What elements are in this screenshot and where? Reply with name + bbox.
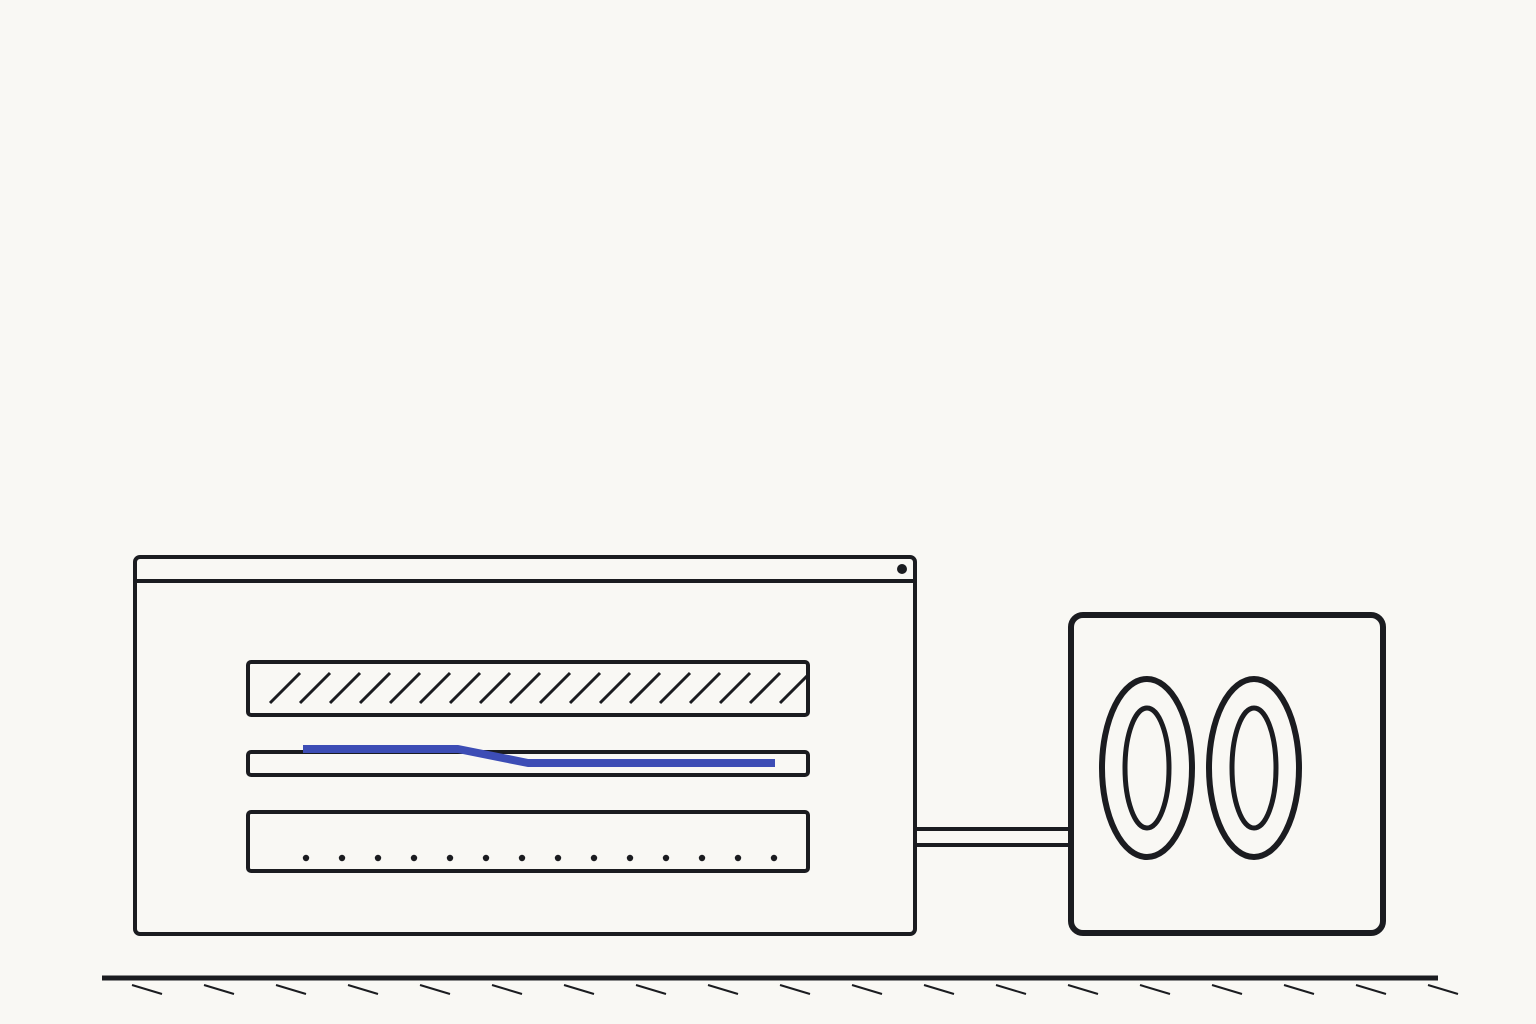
bar-dot: [518, 854, 526, 862]
hatch-stroke: [658, 671, 692, 705]
speaker-driver-right: [1206, 676, 1302, 860]
bar-dot: [446, 854, 454, 862]
ground-hatch-stroke: [1139, 984, 1171, 995]
bar-dot: [302, 854, 310, 862]
status-indicator-dot: [897, 564, 907, 574]
ground-hatch-stroke: [635, 984, 667, 995]
cabinet-body: [133, 555, 917, 936]
bar-dot: [626, 854, 634, 862]
hatch-stroke: [538, 671, 572, 705]
hatch-stroke: [628, 671, 662, 705]
driver-inner-ring: [1122, 705, 1172, 831]
driver-inner-ring: [1229, 705, 1279, 831]
hatch-stroke: [718, 671, 752, 705]
hatch-stroke: [298, 671, 332, 705]
ground-hatch-stroke: [419, 984, 451, 995]
dot-row: [302, 854, 778, 862]
bar-dot: [698, 854, 706, 862]
ground-line: [102, 975, 1459, 995]
hatch-stroke: [568, 671, 602, 705]
hatch-stroke: [448, 671, 482, 705]
hatch-stroke: [778, 672, 808, 705]
ground-hatch-stroke: [707, 984, 739, 995]
bar-dot: [770, 854, 778, 862]
dotted-bar-frame: [246, 810, 810, 873]
hatched-bar-frame: [246, 660, 810, 717]
ground-hatch-stroke: [275, 984, 307, 995]
bar-dot: [374, 854, 382, 862]
signal-bar: [246, 745, 810, 777]
hatch-stroke: [598, 671, 632, 705]
ground-hatch-stroke: [923, 984, 955, 995]
hatch-stroke: [478, 671, 512, 705]
bar-dot: [410, 854, 418, 862]
ground-hatch-stroke: [203, 984, 235, 995]
driver-outer-ring: [1206, 676, 1302, 860]
bar-dot: [554, 854, 562, 862]
hatch-stroke: [328, 671, 362, 705]
hatch-stroke: [688, 671, 722, 705]
bar-dot: [482, 854, 490, 862]
bar-dot: [338, 854, 346, 862]
hatch-lines: [268, 671, 808, 705]
hatch-stroke: [388, 671, 422, 705]
ground-hatch-stroke: [563, 984, 595, 995]
hatch-stroke: [418, 671, 452, 705]
ground-hatch-stroke: [1211, 984, 1243, 995]
equipment-cabinet: [133, 555, 917, 936]
driver-outer-ring: [1099, 676, 1195, 860]
dotted-bar: [246, 810, 810, 873]
hatch-stroke: [508, 671, 542, 705]
ground-hatch-stroke: [1283, 984, 1315, 995]
speaker-box: [1068, 612, 1386, 936]
speaker-driver-left: [1099, 676, 1195, 860]
signal-bar-frame: [246, 750, 810, 777]
ground-hatch-stroke: [1067, 984, 1099, 995]
hatch-stroke: [358, 671, 392, 705]
ground-hatch-stroke: [491, 984, 523, 995]
ground-hatch-stroke: [779, 984, 811, 995]
hatch-stroke: [268, 671, 302, 705]
ground-hatch-stroke: [851, 984, 883, 995]
hatched-bar: [246, 660, 810, 717]
ground-hatch-stroke: [995, 984, 1027, 995]
bar-dot: [734, 854, 742, 862]
ground-hatch-stroke: [347, 984, 379, 995]
bar-dot: [662, 854, 670, 862]
ground-hatch-stroke: [131, 984, 163, 995]
ground-hatch-stroke: [1427, 984, 1459, 995]
hatch-stroke: [748, 671, 782, 705]
speaker-unit: [1068, 612, 1386, 936]
connector-cable: [915, 827, 1072, 847]
signal-line: [303, 745, 775, 767]
bar-dot: [590, 854, 598, 862]
ground-hatch-stroke: [1355, 984, 1387, 995]
ground-hatch: [131, 984, 1459, 995]
